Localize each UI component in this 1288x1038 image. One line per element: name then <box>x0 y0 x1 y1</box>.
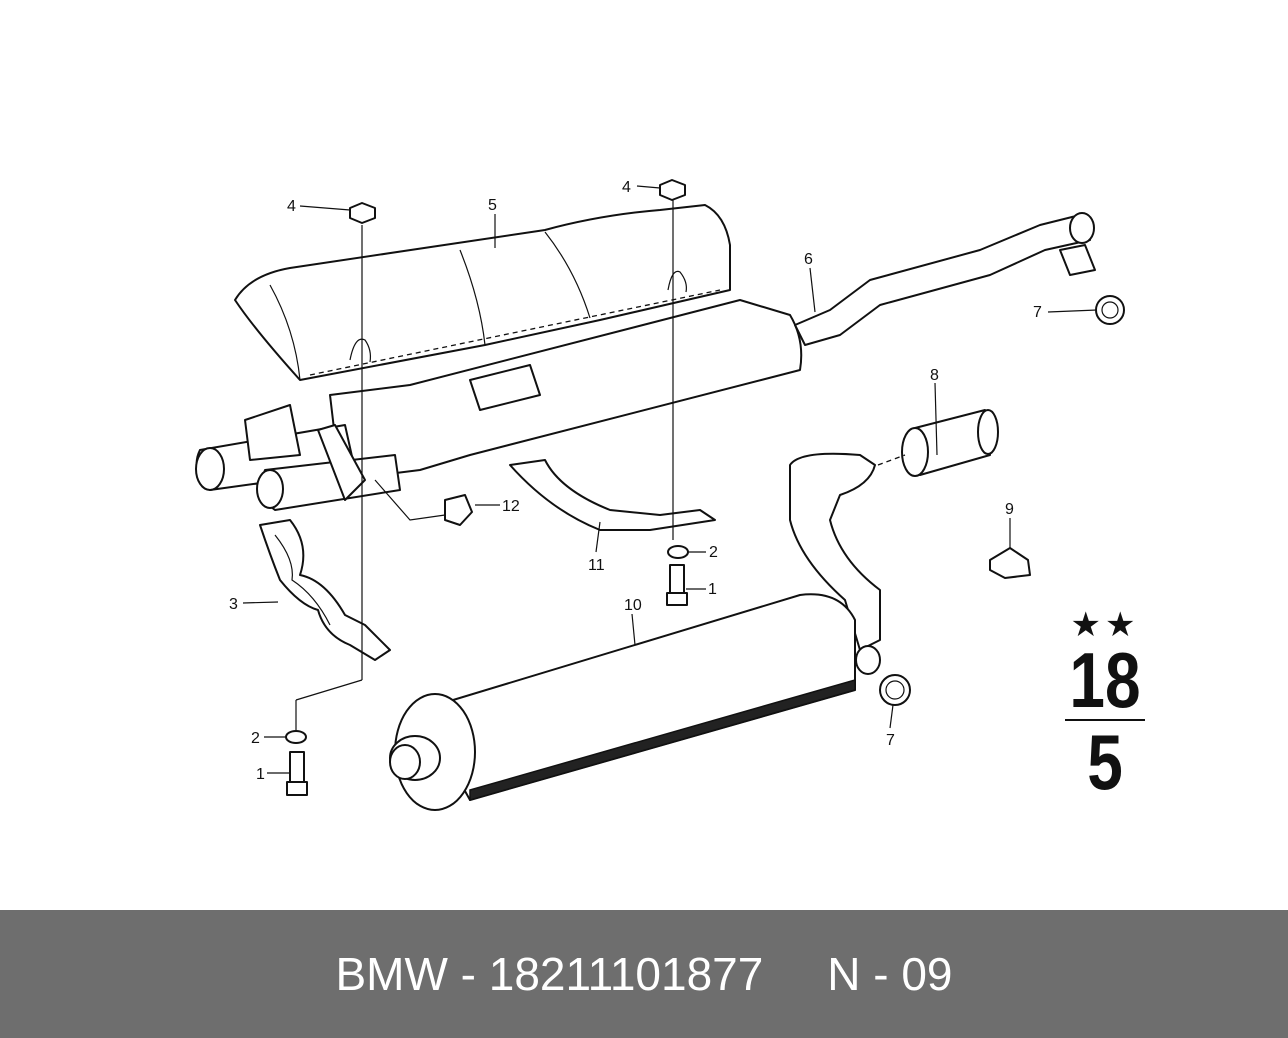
rear-muffler <box>389 452 881 811</box>
callout-12: 12 <box>502 498 520 515</box>
front-silencer-pipe <box>195 212 1096 511</box>
exhaust-parts-diagram: 4 4 5 6 7 8 9 12 2 11 1 3 10 2 7 1 <box>195 179 1125 811</box>
callout-11: 11 <box>588 557 605 574</box>
pipe-sleeve <box>901 409 999 477</box>
washer-right <box>667 545 689 559</box>
washer-left <box>285 730 307 744</box>
diagram-reference: ★★ 18 5 <box>1060 605 1150 806</box>
reference-top-number: 18 <box>1069 636 1141 724</box>
callout-10: 10 <box>624 597 642 614</box>
assembly-lines <box>295 200 906 730</box>
footer-bar: BMW - 18211101877 N - 09 <box>0 910 1288 1038</box>
callout-4-right: 4 <box>622 179 631 196</box>
reference-bottom-number: 5 <box>1087 718 1123 806</box>
clip-9 <box>989 547 1031 579</box>
rubber-ring-upper <box>1095 295 1125 325</box>
bracket-strap <box>509 459 716 531</box>
callout-1-right: 1 <box>708 581 717 598</box>
reference-divider <box>1065 719 1145 721</box>
callout-8: 8 <box>930 367 939 384</box>
callout-1-left: 1 <box>256 766 265 783</box>
callout-3: 3 <box>229 596 238 613</box>
callout-7-lower: 7 <box>886 732 895 749</box>
clamp-bracket <box>259 519 391 661</box>
callout-2-right: 2 <box>709 544 718 561</box>
nut-12 <box>444 494 473 526</box>
hex-nut-left <box>349 202 376 224</box>
leader-lines <box>242 185 1098 774</box>
heat-shield <box>234 204 731 381</box>
rubber-ring-lower <box>879 674 911 706</box>
bolt-right <box>666 564 688 606</box>
callout-5: 5 <box>488 197 497 214</box>
bolt-left <box>286 751 308 796</box>
reference-stars: ★★ <box>1070 606 1140 644</box>
callout-6: 6 <box>804 251 813 268</box>
callout-7-upper: 7 <box>1033 304 1042 321</box>
callout-4-left: 4 <box>287 198 296 215</box>
footer-part-number: BMW - 18211101877 N - 09 <box>335 948 953 1000</box>
hex-nut-right <box>659 179 686 201</box>
callout-9: 9 <box>1005 501 1014 518</box>
callout-2-left: 2 <box>251 730 260 747</box>
